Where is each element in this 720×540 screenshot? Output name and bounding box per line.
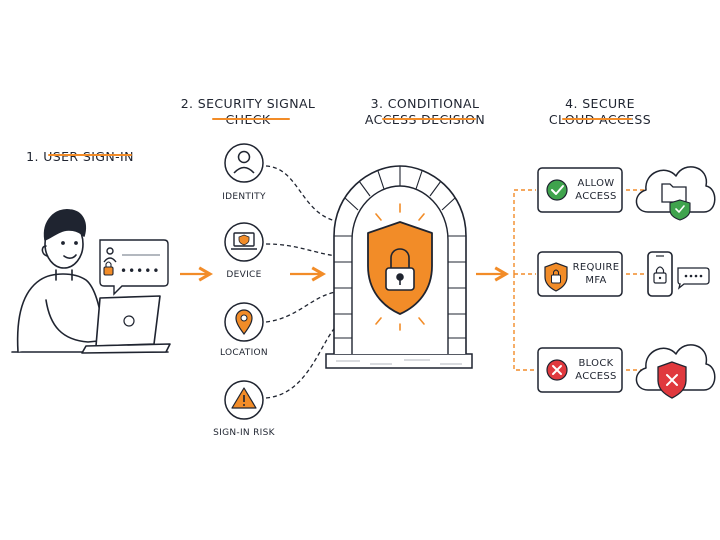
stage-3-underline [382, 118, 476, 120]
outcome-connectors [513, 189, 650, 371]
stage-2-underline [212, 118, 290, 120]
stage-1-title: 1. USER SIGN-IN [20, 133, 140, 165]
login-password-mask: ••••• [120, 264, 161, 278]
signal-identity-icon [224, 143, 264, 183]
outcome-mfa-box [537, 251, 623, 297]
signal-device-label: DEVICE [226, 270, 262, 280]
stage-4-underline [562, 118, 632, 120]
signal-signin-risk-label: SIGN-IN RISK [213, 428, 275, 438]
stage-2-number: 2. [180, 96, 194, 111]
cloud-folder-icon [635, 166, 716, 221]
lock-shield-icon [544, 262, 568, 292]
signal-location-icon [224, 302, 264, 342]
gate-lock-icon [385, 248, 415, 291]
stage-4-number: 4. [565, 96, 578, 111]
x-mark-icon [546, 359, 568, 381]
phone-mfa-icon [647, 251, 710, 297]
stage-3-number: 3. [370, 96, 384, 111]
user-at-laptop-illustration [11, 209, 171, 354]
stage-1-underline [48, 154, 132, 156]
conditional-access-gate [325, 165, 473, 369]
signal-identity-label: IDENTITY [222, 192, 266, 202]
stage-2-title: 2. SECURITY SIGNAL CHECK [172, 80, 324, 128]
signal-location-label: LOCATION [220, 348, 268, 358]
outcome-block-label: BLOCK ACCESS [575, 358, 617, 382]
outcome-allow-box [537, 167, 623, 213]
outcome-block-box [537, 347, 623, 393]
signal-device-icon [224, 222, 264, 262]
stage-1-number: 1. [26, 149, 39, 164]
signal-signin-risk-icon [224, 380, 264, 420]
login-popup [99, 239, 169, 296]
cloud-blocked-icon [635, 344, 716, 399]
stage-2-label: SECURITY SIGNAL CHECK [197, 96, 316, 127]
outcome-mfa-label: REQUIRE MFA [572, 262, 620, 286]
checkmark-icon [546, 179, 568, 201]
outcome-allow-label: ALLOW ACCESS [575, 178, 617, 202]
stage-1-label: USER SIGN-IN [43, 149, 134, 164]
